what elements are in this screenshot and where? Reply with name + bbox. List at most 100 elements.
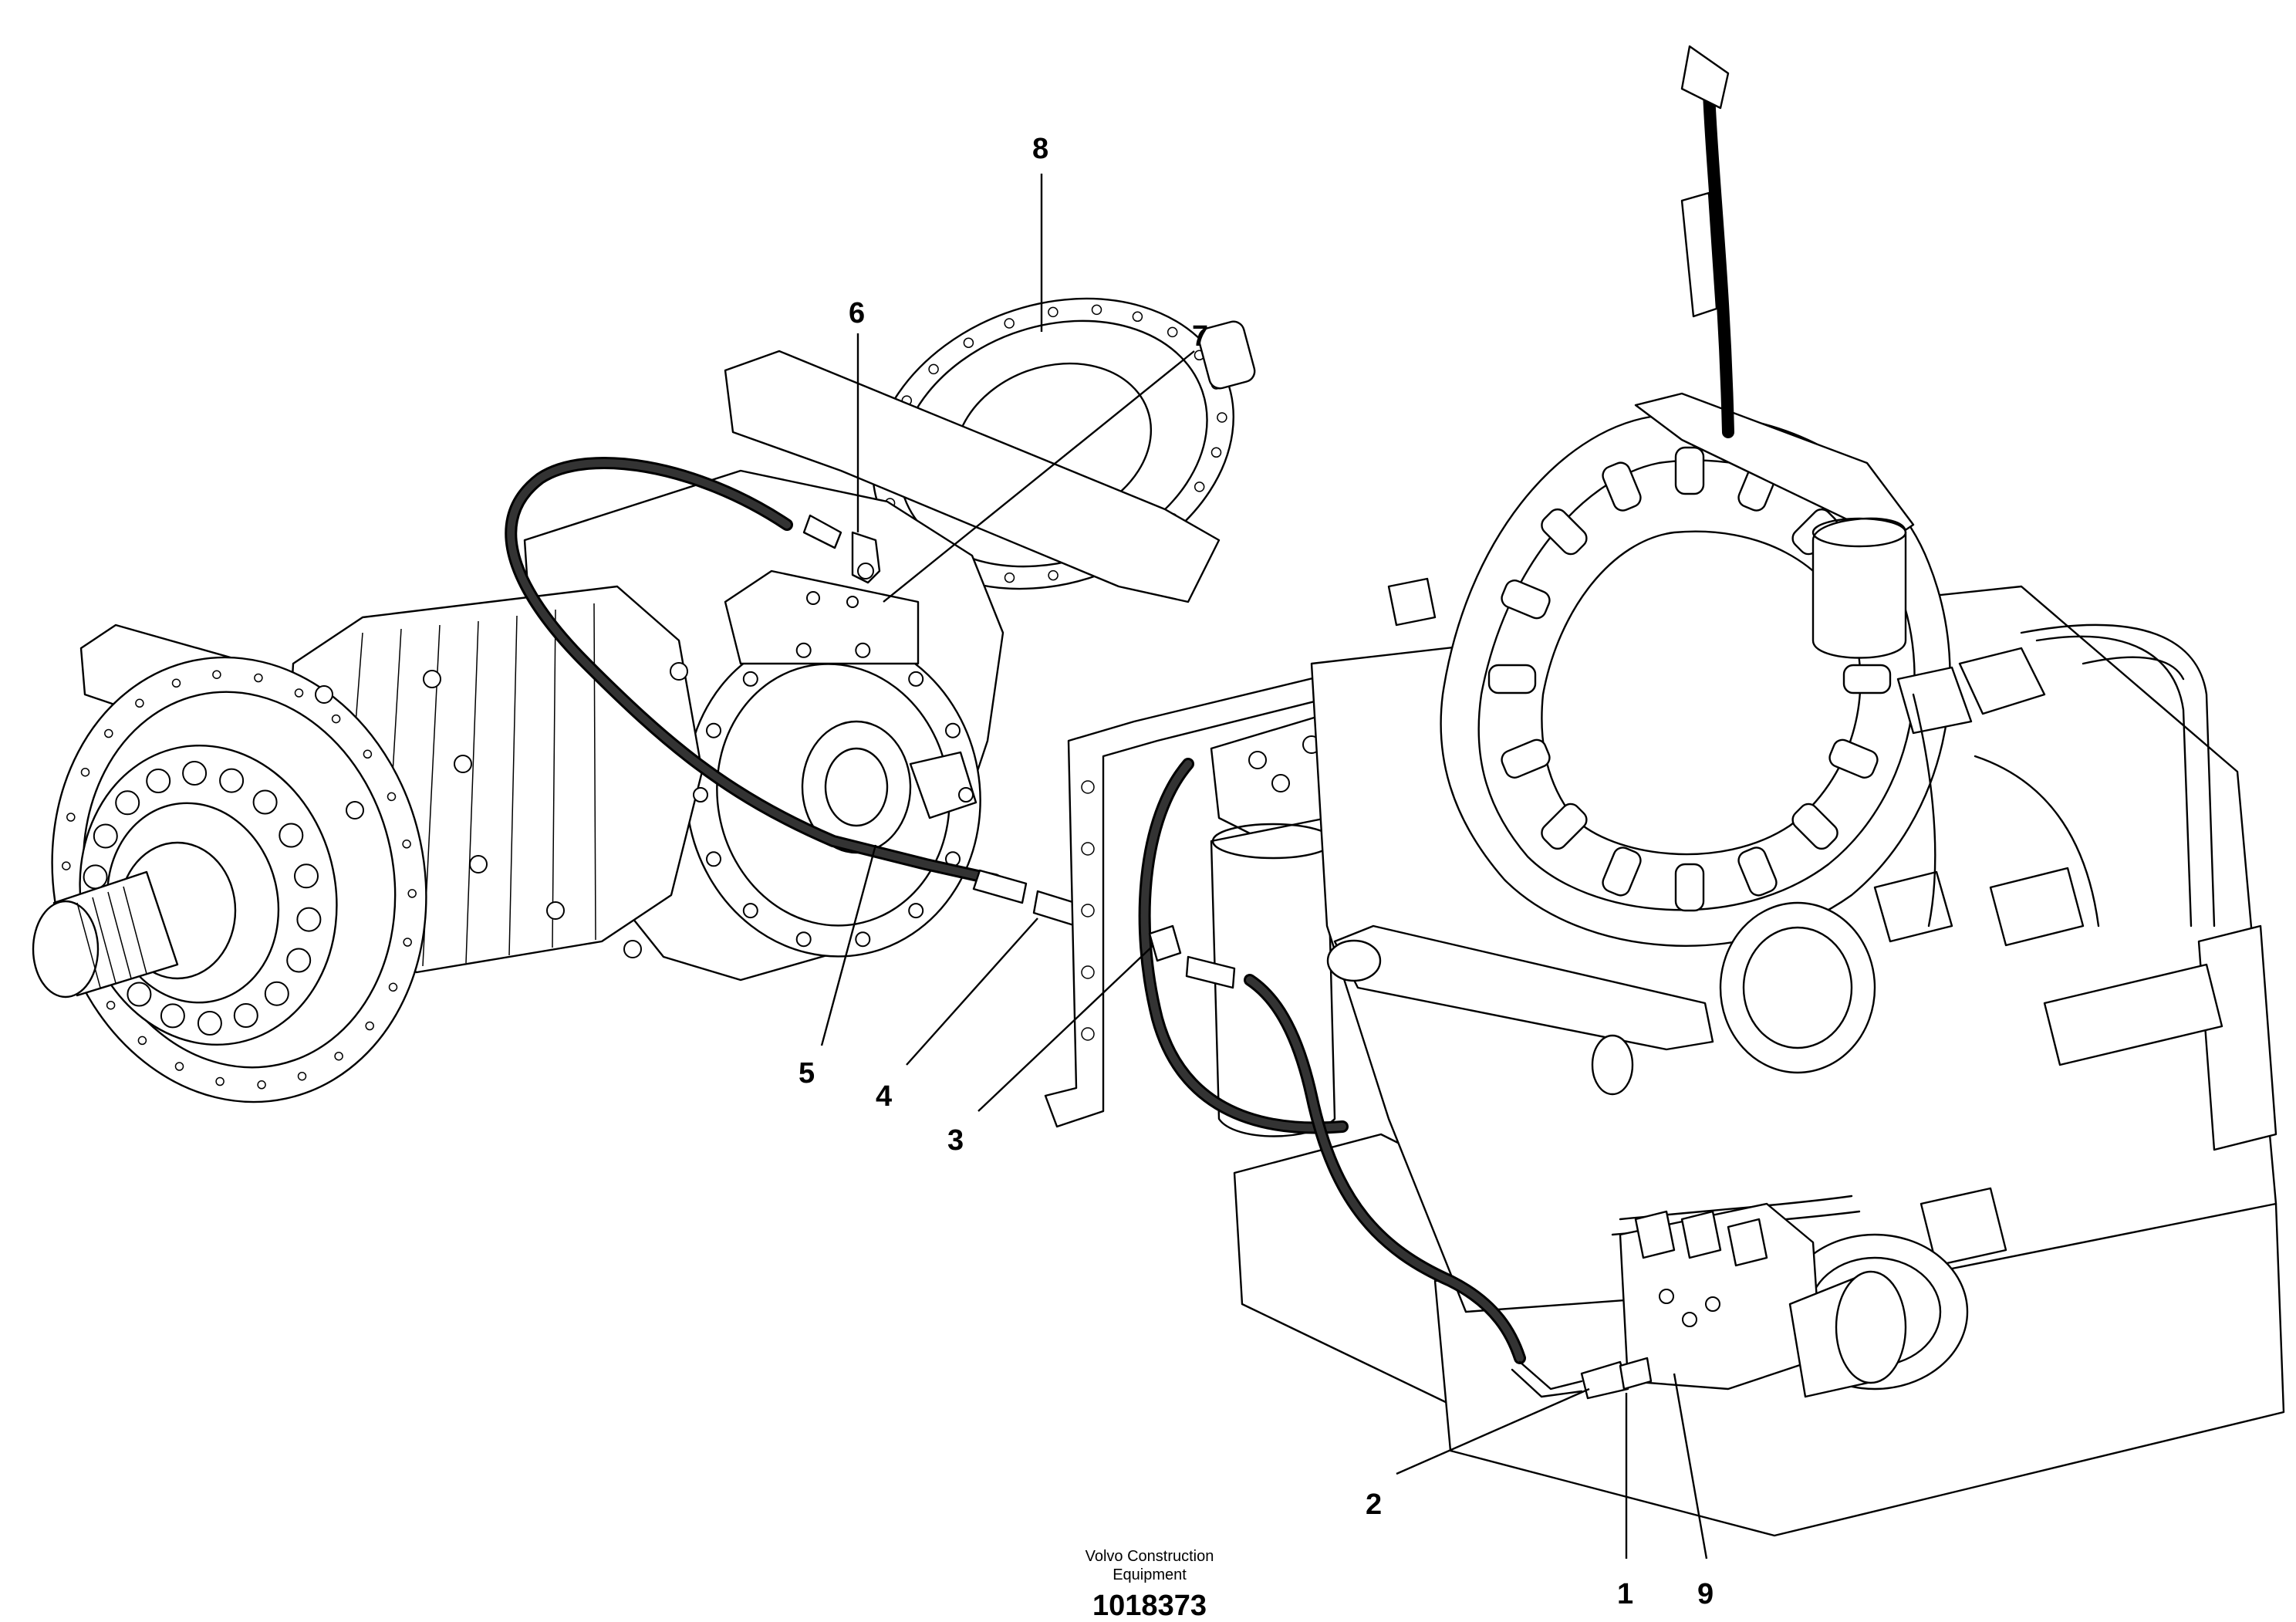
bolt-hole (252, 789, 278, 815)
bolt-hole (104, 728, 113, 738)
solenoid-valve-block (1873, 647, 2277, 1267)
converter-rib (1602, 846, 1642, 897)
control-valve-block (1619, 1202, 1907, 1398)
publisher-credit: Volvo Construction Equipment 1018373 (1086, 1548, 1214, 1622)
bolt-hole (215, 1076, 225, 1086)
bolt-hole (233, 1003, 258, 1028)
bolt-hole (407, 889, 417, 898)
bolt-hole (137, 1036, 147, 1046)
bolt-hole (706, 722, 721, 738)
converter-rib (1487, 664, 1537, 694)
bolt-hole (623, 940, 642, 958)
callout-5: 5 (799, 1057, 815, 1090)
pressure-hose (1185, 955, 1583, 1398)
bolt-hole (174, 1062, 184, 1071)
converter-rib (1842, 664, 1892, 694)
converter-rib (1602, 461, 1642, 512)
bolt-hole (254, 673, 263, 683)
bolt-hole (1217, 412, 1227, 423)
bolt-hole (62, 861, 71, 870)
bolt-hole (286, 948, 312, 973)
bolt-hole (297, 1071, 307, 1081)
bolt-hole (402, 840, 411, 849)
bolt-hole (855, 642, 871, 658)
bolt-hole (66, 813, 76, 822)
bolt-hole (546, 901, 565, 920)
bolt-hole (454, 755, 472, 773)
bolt-hole (182, 761, 208, 786)
bolt-hole (212, 670, 221, 679)
bolt-hole (1194, 482, 1205, 492)
callout-9: 9 (1697, 1578, 1714, 1610)
converter-rib (1828, 738, 1879, 779)
bolt-hole (294, 688, 304, 698)
callout-4: 4 (876, 1080, 892, 1113)
bolt-hole (160, 1003, 185, 1029)
bolt-hole (403, 938, 412, 947)
bolt-hole (127, 982, 152, 1007)
bolt-hole (83, 864, 108, 890)
bolt-hole (945, 722, 961, 738)
bolt-hole (1004, 572, 1015, 583)
bolt-hole (908, 903, 924, 919)
bolt-hole (742, 903, 758, 919)
bolt-hole (928, 363, 939, 375)
bolt-hole (855, 931, 871, 948)
converter-rib (1791, 803, 1838, 850)
bolt-hole (1210, 447, 1222, 458)
bolt-hole (706, 851, 721, 867)
bolt-hole (365, 1021, 374, 1031)
bolt-hole (795, 642, 812, 658)
bolt-hole (171, 678, 181, 688)
callout-8: 8 (1032, 133, 1048, 165)
bolt-hole (219, 768, 245, 793)
adapter-fitting (1148, 924, 1182, 962)
bolt-hole (146, 769, 171, 793)
filter-bracket (1044, 577, 1437, 1128)
bolt-hole (742, 671, 758, 687)
bolt-hole (1132, 311, 1143, 323)
converter-rib (1737, 846, 1778, 897)
converter-rib (1541, 508, 1588, 556)
bolt-hole (315, 685, 333, 704)
callout-6: 6 (849, 297, 865, 329)
bolt-hole (963, 337, 974, 348)
bolt-hole (334, 1051, 343, 1061)
converter-rib (1501, 580, 1551, 620)
converter-rib (1674, 446, 1705, 495)
bolt-hole (1048, 569, 1059, 581)
callout-3: 3 (947, 1124, 964, 1157)
converter-rib (1541, 803, 1588, 850)
callout-numbers: 8 6 7 5 4 3 2 1 9 (799, 133, 1714, 1610)
credit-line-2: Equipment (1113, 1566, 1187, 1583)
bolt-hole (795, 931, 812, 948)
callout-leaders (820, 174, 1708, 1559)
connector-fittings (1580, 1357, 1653, 1400)
bolt-hole (279, 823, 304, 848)
callout-1: 1 (1617, 1578, 1633, 1610)
bolt-hole (106, 1000, 116, 1010)
bolt-hole (115, 790, 140, 816)
bolt-hole (1048, 306, 1059, 318)
bolt-hole (1167, 326, 1178, 338)
bolt-hole (958, 787, 974, 803)
callout-7: 7 (1192, 320, 1208, 353)
bolt-hole (423, 670, 441, 688)
bolt-hole (693, 787, 708, 803)
bolt-hole (135, 698, 144, 708)
bolt-hole (257, 1080, 266, 1090)
bolt-hole (388, 982, 398, 992)
bolt-hole (197, 1011, 222, 1036)
bolt-hole (331, 714, 341, 724)
callout-2: 2 (1366, 1489, 1382, 1521)
bolt-hole (294, 863, 319, 889)
bolt-hole (346, 801, 364, 819)
bolt-hole (93, 823, 118, 849)
bolt-hole (80, 767, 90, 777)
bolt-hole (387, 792, 397, 802)
converter-rib (1674, 863, 1705, 912)
bolt-hole (1091, 304, 1102, 316)
bolt-hole (1004, 318, 1015, 329)
bolt-hole (469, 855, 488, 874)
